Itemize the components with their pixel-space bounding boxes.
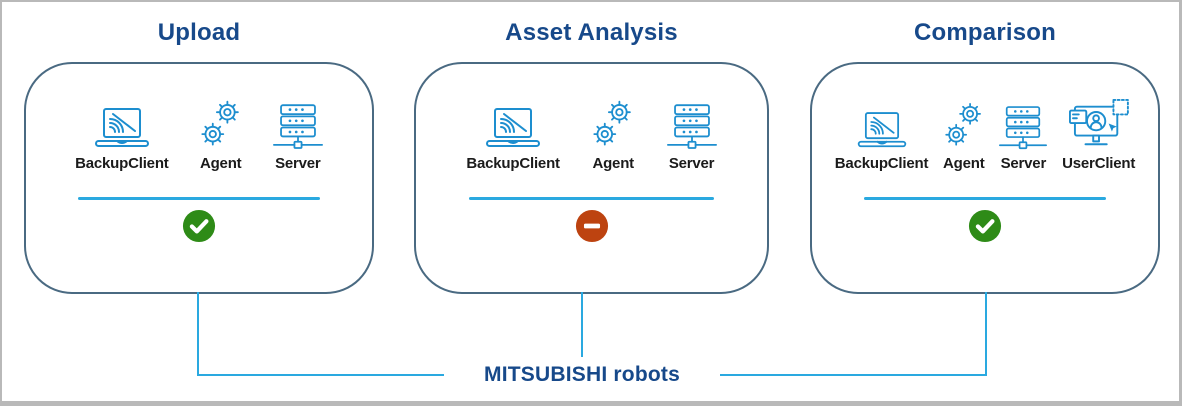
- minus-circle-icon: [575, 209, 609, 243]
- panel-group-asset-analysis: Asset Analysis BackupClient Agent Server: [414, 16, 769, 294]
- panel-comparison: BackupClient Agent Server UserClient: [810, 62, 1160, 294]
- item-agent: Agent: [200, 93, 242, 172]
- item-label: Server: [275, 155, 321, 172]
- connector-comparison-vertical-line: [985, 292, 987, 376]
- user-client-monitor-icon: [1069, 99, 1129, 151]
- connector-upload-horizontal-line: [197, 374, 444, 376]
- item-backup-client: BackupClient: [466, 93, 560, 172]
- panel-title-comparison: Comparison: [913, 19, 1056, 46]
- server-rack-icon: [667, 104, 717, 151]
- connector-upload-vertical-line: [197, 292, 199, 376]
- panel-divider-line: [77, 197, 321, 200]
- panel-divider-line: [863, 197, 1107, 200]
- agent-gears-icon: [944, 101, 984, 151]
- item-label: Agent: [199, 155, 242, 172]
- panel-title-asset-analysis: Asset Analysis: [505, 19, 678, 46]
- panel-divider-line: [468, 197, 715, 200]
- backup-client-laptop-icon: [856, 111, 908, 151]
- panel-asset-analysis: BackupClient Agent Server: [414, 62, 769, 294]
- item-label: UserClient: [1062, 155, 1136, 172]
- item-agent: Agent: [592, 93, 634, 172]
- agent-gears-icon: [592, 99, 634, 151]
- backup-client-laptop-icon: [93, 107, 151, 151]
- item-backup-client: BackupClient: [835, 93, 928, 172]
- icon-row: BackupClient Agent Server UserClient: [812, 92, 1158, 172]
- item-server: Server: [273, 93, 323, 172]
- check-circle-icon: [968, 209, 1002, 243]
- item-agent: Agent: [943, 93, 985, 172]
- backup-client-laptop-icon: [484, 107, 542, 151]
- icon-row: BackupClient Agent Server: [416, 92, 767, 172]
- icon-row: BackupClient Agent Server: [26, 92, 372, 172]
- panel-group-comparison: Comparison BackupClient Agent Server Use…: [810, 16, 1160, 294]
- item-label: Server: [1000, 155, 1047, 172]
- item-user-client: UserClient: [1062, 93, 1135, 172]
- item-backup-client: BackupClient: [75, 93, 169, 172]
- item-server: Server: [999, 93, 1047, 172]
- agent-gears-icon: [200, 99, 242, 151]
- connector-asset-analysis-vertical-line: [581, 292, 583, 357]
- server-rack-icon: [999, 106, 1047, 151]
- item-label: Agent: [943, 155, 985, 172]
- item-label: Agent: [592, 155, 634, 172]
- item-label: Server: [668, 155, 715, 172]
- server-rack-icon: [273, 104, 323, 151]
- panel-upload: BackupClient Agent Server: [24, 62, 374, 294]
- item-label: BackupClient: [834, 155, 929, 172]
- brand-label: MITSUBISHI robots: [484, 363, 680, 386]
- panel-title-upload: Upload: [157, 19, 241, 46]
- connector-comparison-horizontal-line: [720, 374, 987, 376]
- panel-group-upload: Upload BackupClient Agent Server: [24, 16, 374, 294]
- item-server: Server: [667, 93, 717, 172]
- item-label: BackupClient: [75, 155, 169, 172]
- check-circle-icon: [182, 209, 216, 243]
- item-label: BackupClient: [466, 155, 560, 172]
